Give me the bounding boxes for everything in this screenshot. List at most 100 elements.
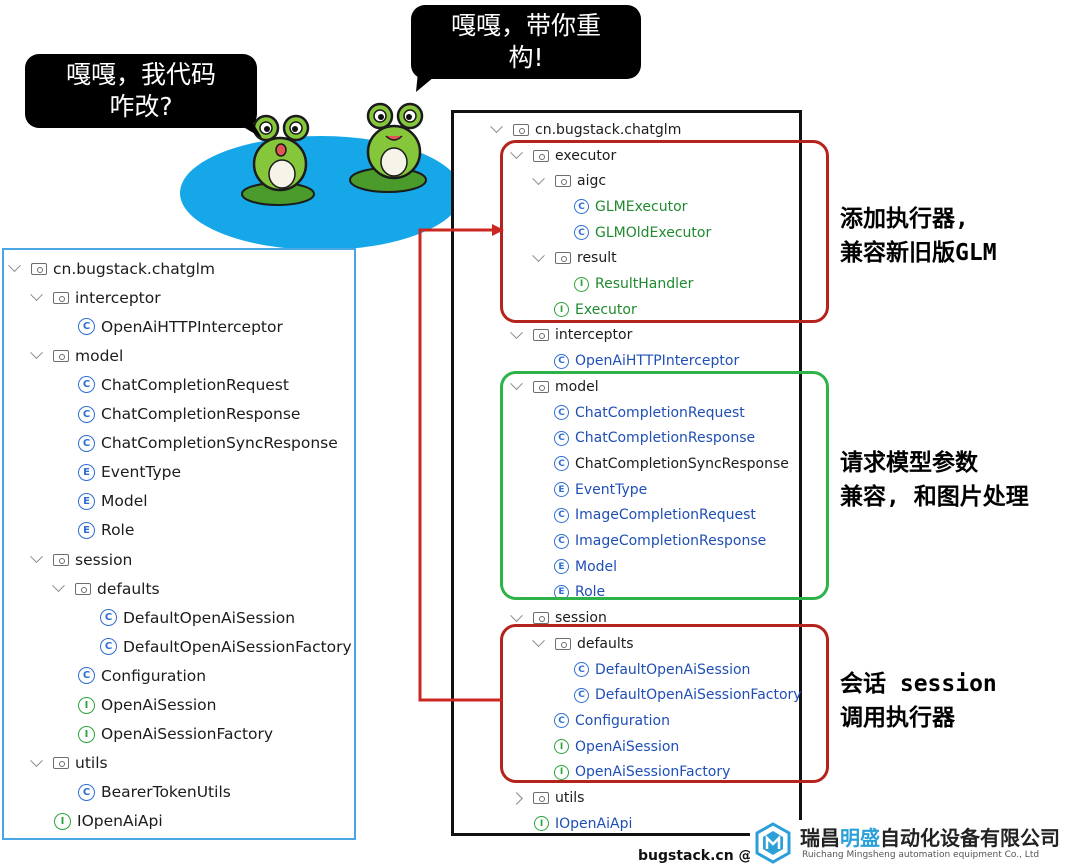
class-icon: C	[554, 405, 569, 421]
session-to-executor-arrow	[418, 224, 504, 702]
model-highlight-box	[500, 371, 829, 600]
chevron-down-icon[interactable]	[30, 550, 43, 564]
tree-row-iopenaiapi[interactable]: I IOpenAiApi	[534, 811, 632, 837]
tree-item-label: Executor	[575, 301, 637, 318]
chevron-down-icon[interactable]	[510, 608, 523, 622]
tree-item-label: interceptor	[555, 327, 633, 344]
tree-item-label: ResultHandler	[595, 276, 694, 293]
chevron-down-icon[interactable]	[52, 579, 65, 593]
tree-row-utils[interactable]: utils	[510, 785, 585, 811]
company-logo	[755, 822, 791, 864]
tree-item-label: GLMOldExecutor	[595, 224, 712, 241]
interface-icon: I	[534, 816, 549, 832]
tree-row-interceptor[interactable]: interceptor	[510, 323, 633, 349]
interface-icon: I	[54, 812, 71, 830]
tree-row-defaults[interactable]: defaults	[52, 574, 160, 603]
tree-item-label: OpenAiSession	[575, 738, 680, 755]
tree-row-result[interactable]: result	[532, 246, 617, 272]
tree-item-label: defaults	[97, 579, 160, 598]
class-icon: C	[78, 434, 95, 452]
chevron-right-icon[interactable]	[510, 791, 523, 805]
chevron-down-icon[interactable]	[8, 259, 21, 273]
tree-item-label: utils	[75, 754, 108, 773]
executor-highlight-box	[500, 140, 829, 323]
model-annotation-line2: 兼容, 和图片处理	[840, 484, 1029, 510]
speech-bubble-left: 嘎嘎，我代码 咋改?	[25, 54, 257, 128]
tree-row-executor[interactable]: I Executor	[554, 297, 637, 323]
session-annotation: 会话 session 调用执行器	[840, 667, 997, 735]
chevron-down-icon[interactable]	[30, 288, 43, 302]
tree-item-label: interceptor	[75, 288, 161, 307]
tree-row-session[interactable]: session	[30, 545, 132, 574]
chevron-down-icon[interactable]	[30, 754, 43, 767]
chevron-down-icon[interactable]	[510, 326, 523, 339]
tree-item-label: aigc	[577, 173, 607, 190]
package-folder-icon	[75, 582, 91, 595]
tree-row-aigc[interactable]: aigc	[532, 168, 607, 194]
tree-row-interceptor[interactable]: interceptor	[30, 283, 161, 312]
company-watermark: 瑞昌明盛自动化设备有限公司 Ruichang Mingsheng automat…	[750, 820, 1080, 867]
company-name-prefix: 瑞昌	[800, 826, 840, 850]
tree-item-label: session	[555, 610, 607, 627]
chevron-down-icon[interactable]	[30, 346, 43, 360]
chevron-down-icon[interactable]	[490, 120, 503, 134]
interface-icon: I	[78, 696, 95, 714]
session-annotation-line2: 调用执行器	[840, 705, 955, 731]
tree-item-label: Model	[575, 558, 618, 575]
interface-icon: I	[554, 302, 569, 318]
tree-row-cn-bugstack-chatglm[interactable]: cn.bugstack.chatglm	[8, 254, 215, 283]
tree-item-label: IOpenAiApi	[555, 815, 633, 832]
tree-row-model[interactable]: model	[510, 374, 599, 400]
tree-item-label: GLMExecutor	[595, 198, 688, 215]
package-folder-icon	[555, 637, 571, 650]
company-name-cn: 瑞昌明盛自动化设备有限公司	[800, 822, 1060, 851]
tree-row-utils[interactable]: utils	[30, 749, 108, 778]
class-icon: C	[554, 507, 569, 523]
speech-bubble-right: 嘎嘎，带你重 构!	[411, 5, 641, 79]
tree-row-model[interactable]: model	[30, 341, 123, 370]
tree-row-defaults[interactable]: defaults	[532, 631, 634, 657]
tree-row-session[interactable]: session	[510, 605, 607, 631]
session-annotation-line1: 会话 session	[840, 671, 997, 697]
enum-icon: E	[78, 492, 95, 510]
tree-item-label: ChatCompletionRequest	[101, 375, 289, 394]
tree-row-executor[interactable]: executor	[510, 143, 616, 169]
speech-bubble-right-text: 嘎嘎，带你重 构!	[450, 11, 601, 72]
tree-item-label: defaults	[577, 635, 634, 652]
tree-item-label: DefaultOpenAiSession	[123, 608, 296, 627]
package-folder-icon	[533, 380, 549, 393]
interface-icon: I	[78, 725, 95, 743]
tree-item-label: utils	[555, 790, 585, 807]
tree-row-cn-bugstack-chatglm[interactable]: cn.bugstack.chatglm	[490, 117, 681, 143]
